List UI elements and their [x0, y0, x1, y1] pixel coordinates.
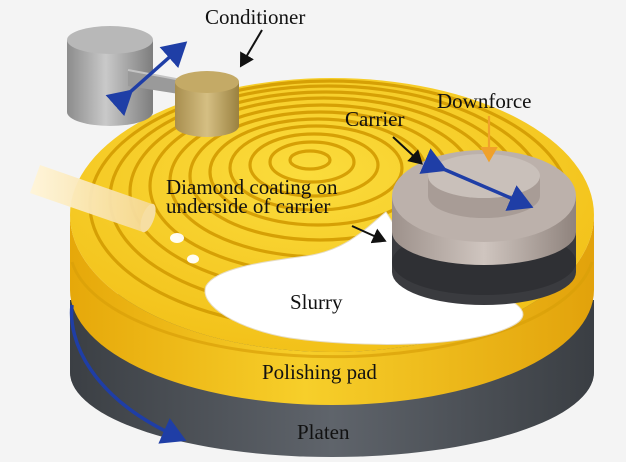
- carrier-motion-arrow: [419, 148, 534, 211]
- downforce-label: Downforce: [437, 89, 532, 113]
- carrier-callout: [392, 136, 423, 165]
- polishing-pad-edge: [70, 215, 594, 405]
- diamond-coating-label: Diamond coating on underside of carrier: [166, 175, 338, 219]
- conditioner-label: Conditioner: [205, 5, 306, 29]
- slurry-droplet: [187, 254, 199, 264]
- diamond-coating-label-line2: underside of carrier: [166, 194, 331, 219]
- slurry-label: Slurry: [290, 290, 343, 314]
- slurry-nozzle: [30, 165, 156, 233]
- conditioner-motion-arrow: [105, 41, 188, 117]
- slurry-droplet: [170, 233, 184, 243]
- conditioner-callout: [239, 29, 263, 68]
- platen-rotation-arrow: [69, 304, 187, 444]
- diamond-coating-label-line1: Diamond coating on: [166, 175, 338, 199]
- platen-label: Platen: [297, 420, 350, 444]
- carrier-label: Carrier: [345, 107, 405, 131]
- carrier: [392, 150, 576, 305]
- polishing-pad-label: Polishing pad: [262, 360, 377, 384]
- diamond-coating-callout: [351, 225, 387, 244]
